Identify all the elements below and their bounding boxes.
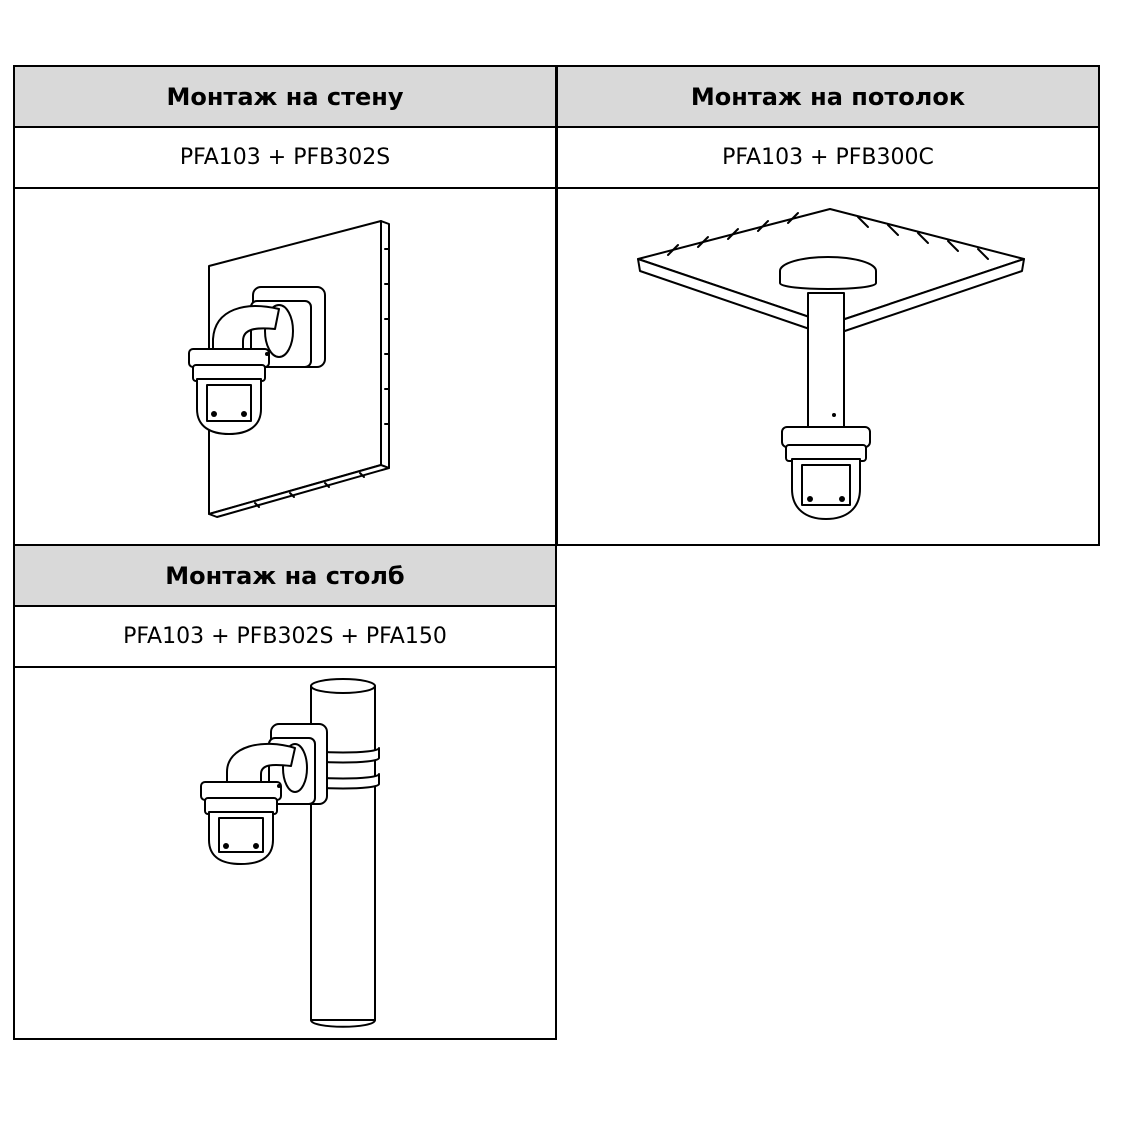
wall-mount-model: PFA103 + PFB302S [15,128,555,189]
pole-mount-title: Монтаж на столб [15,546,555,607]
pole-mount-illustration [15,668,555,1038]
wall-mount-section: Монтаж на стену PFA103 + PFB302S [13,65,557,546]
wall-mount-illustration [15,189,555,544]
pole-mount-model: PFA103 + PFB302S + PFA150 [15,607,555,668]
ceiling-mount-illustration [558,189,1098,544]
pole-mount-section: Монтаж на столб PFA103 + PFB302S + PFA15… [13,544,557,1040]
wall-mount-title: Монтаж на стену [15,67,555,128]
ceiling-mount-title: Монтаж на потолок [558,67,1098,128]
ceiling-mount-model: PFA103 + PFB300C [558,128,1098,189]
ceiling-mount-section: Монтаж на потолок PFA103 + PFB300C [556,65,1100,546]
